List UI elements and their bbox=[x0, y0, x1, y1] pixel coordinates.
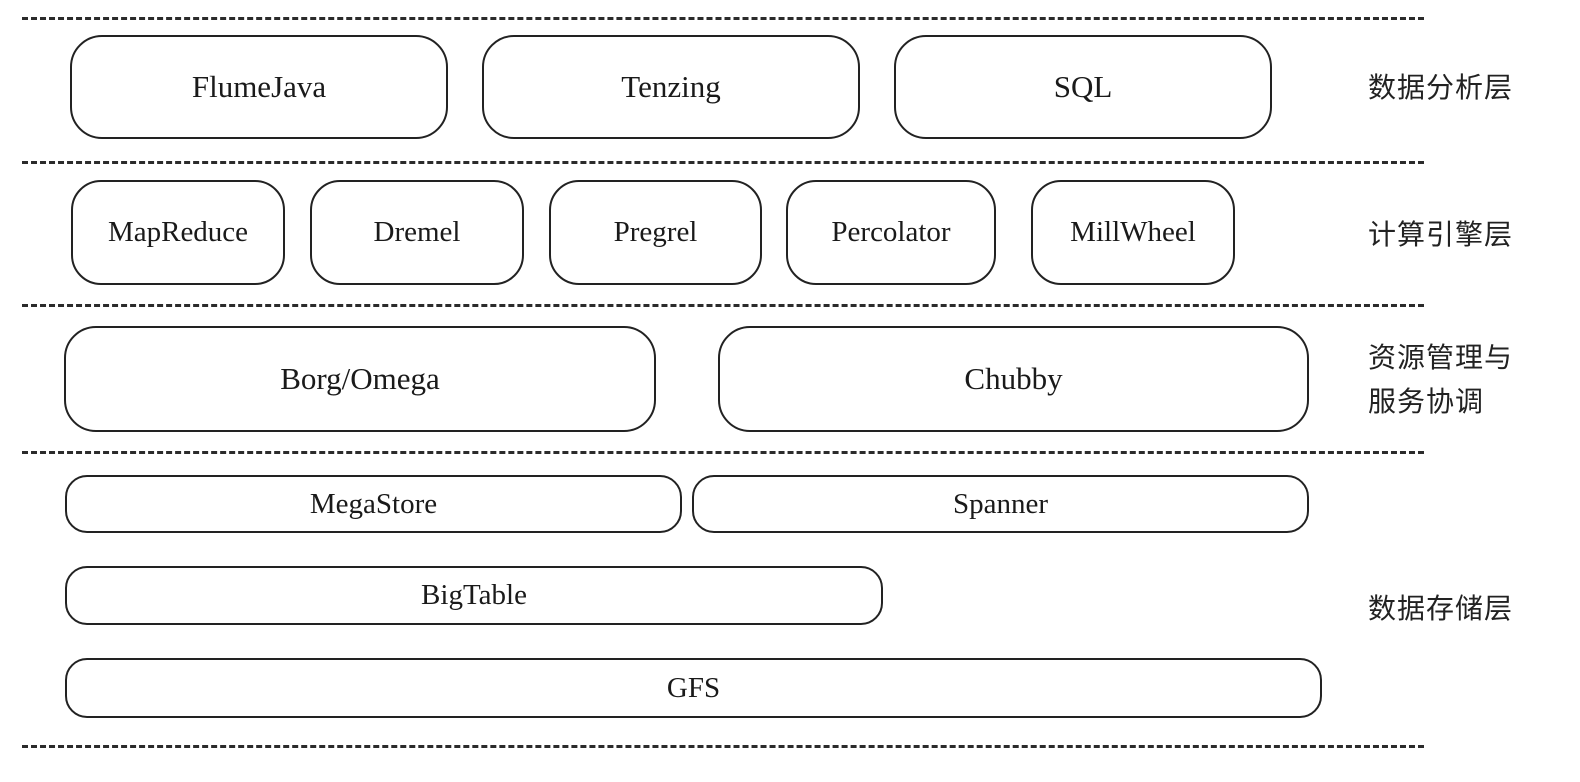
layer-divider-resource-storage bbox=[22, 451, 1424, 454]
percolator-box: Percolator bbox=[786, 180, 996, 285]
analysis-layer-label: 数据分析层 bbox=[1368, 71, 1514, 104]
resource-layer-label-line1: 资源管理与 bbox=[1368, 341, 1514, 374]
layer-divider-analysis-engine bbox=[22, 161, 1424, 164]
borg-omega-box: Borg/Omega bbox=[64, 326, 656, 432]
millwheel-box: MillWheel bbox=[1031, 180, 1235, 285]
spanner-box: Spanner bbox=[692, 475, 1309, 533]
sql-box: SQL bbox=[894, 35, 1272, 139]
storage-layer-label: 数据存储层 bbox=[1368, 592, 1514, 625]
layer-divider-bottom bbox=[22, 745, 1424, 748]
chubby-box: Chubby bbox=[718, 326, 1309, 432]
tenzing-box: Tenzing bbox=[482, 35, 860, 139]
pregrel-box: Pregrel bbox=[549, 180, 762, 285]
mapreduce-box: MapReduce bbox=[71, 180, 285, 285]
layer-divider-top bbox=[22, 17, 1424, 20]
dremel-box: Dremel bbox=[310, 180, 524, 285]
flumejava-box: FlumeJava bbox=[70, 35, 448, 139]
resource-layer-label-line2: 服务协调 bbox=[1368, 385, 1485, 418]
bigtable-box: BigTable bbox=[65, 566, 883, 625]
megastore-box: MegaStore bbox=[65, 475, 682, 533]
gfs-box: GFS bbox=[65, 658, 1322, 718]
layer-divider-engine-resource bbox=[22, 304, 1424, 307]
engine-layer-label: 计算引擎层 bbox=[1368, 218, 1514, 251]
